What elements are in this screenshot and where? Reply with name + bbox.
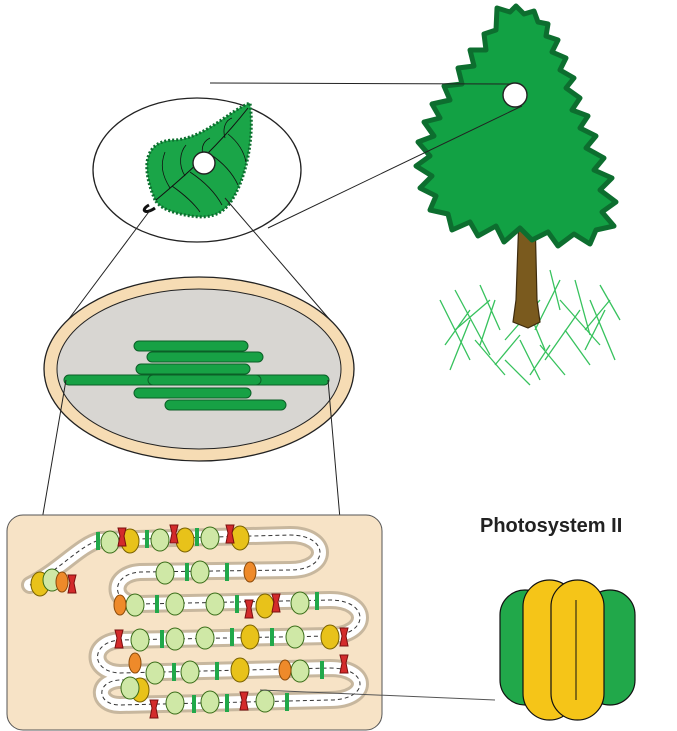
photosystem-label: Photosystem II: [480, 515, 622, 538]
leaf-zoom-spot: [193, 152, 215, 174]
tree-zoom-spot: [503, 83, 527, 107]
chloroplast-icon: [44, 277, 354, 461]
photosystem-complex-icon: [500, 580, 635, 720]
tree-icon: [416, 6, 616, 246]
thylakoid-membrane-icon: [7, 515, 382, 730]
